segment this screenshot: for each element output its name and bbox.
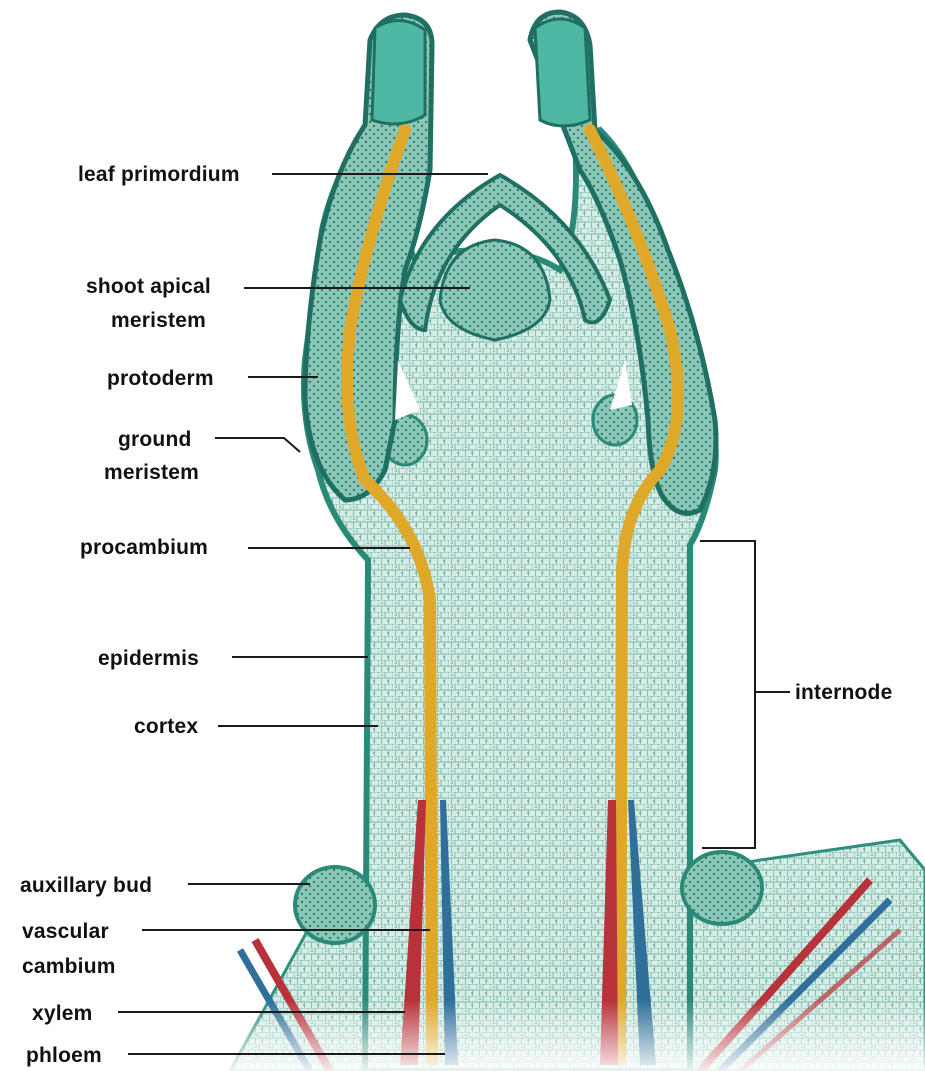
label-vascular-cambium-line2: cambium	[22, 955, 116, 978]
label-shoot-apical-meristem-line1: shoot apical	[86, 275, 211, 298]
label-auxillary-bud: auxillary bud	[20, 874, 152, 897]
label-protoderm: protoderm	[107, 367, 214, 390]
label-leaf-primordium: leaf primordium	[78, 163, 240, 186]
label-cortex: cortex	[134, 715, 198, 738]
label-phloem: phloem	[26, 1044, 102, 1067]
label-xylem: xylem	[32, 1002, 93, 1025]
label-vascular-cambium-line1: vascular	[22, 920, 109, 943]
label-procambium: procambium	[80, 536, 208, 559]
label-ground-meristem-line1: ground	[118, 428, 192, 451]
label-epidermis: epidermis	[98, 647, 199, 670]
label-internode: internode	[795, 681, 892, 704]
label-ground-meristem-line2: meristem	[104, 461, 199, 484]
label-shoot-apical-meristem-line2: meristem	[111, 309, 206, 332]
